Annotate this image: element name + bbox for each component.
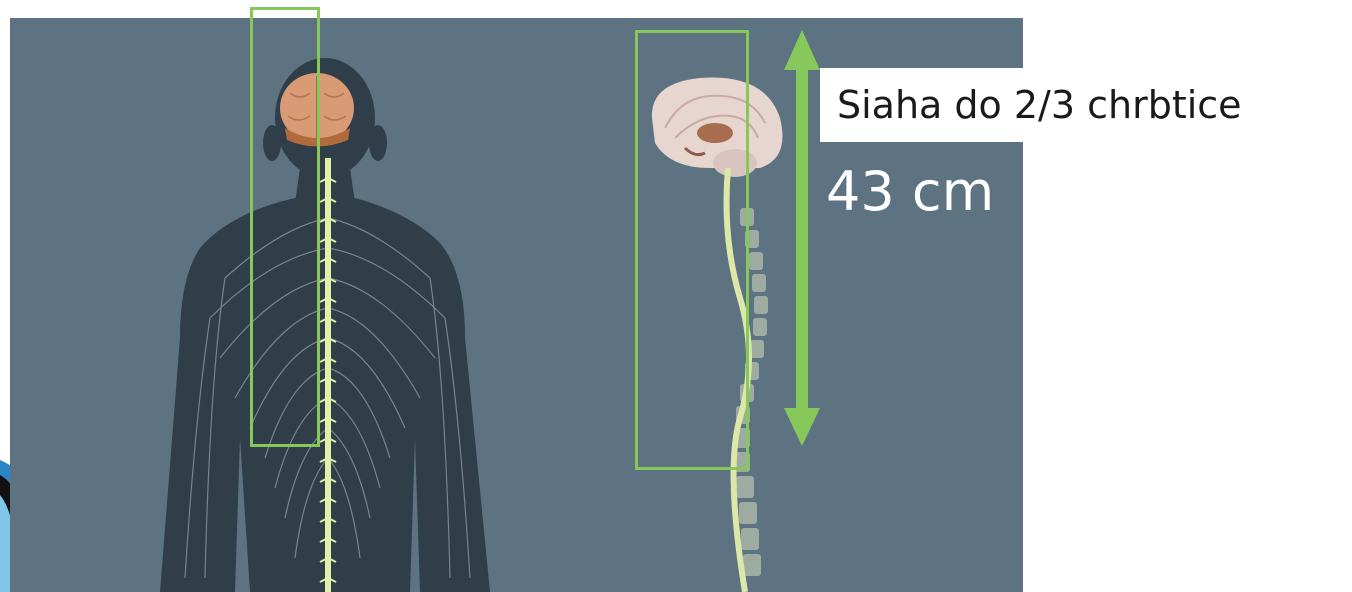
spinal-cord-reach-label: Siaha do 2/3 chrbtice bbox=[820, 68, 1345, 142]
highlight-box-back-view bbox=[250, 7, 320, 447]
highlight-box-side-view bbox=[635, 30, 749, 470]
double-headed-arrow-icon bbox=[780, 30, 824, 450]
reach-text: Siaha do 2/3 chrbtice bbox=[837, 83, 1242, 127]
length-measurement-label: 43 cm bbox=[826, 165, 994, 219]
